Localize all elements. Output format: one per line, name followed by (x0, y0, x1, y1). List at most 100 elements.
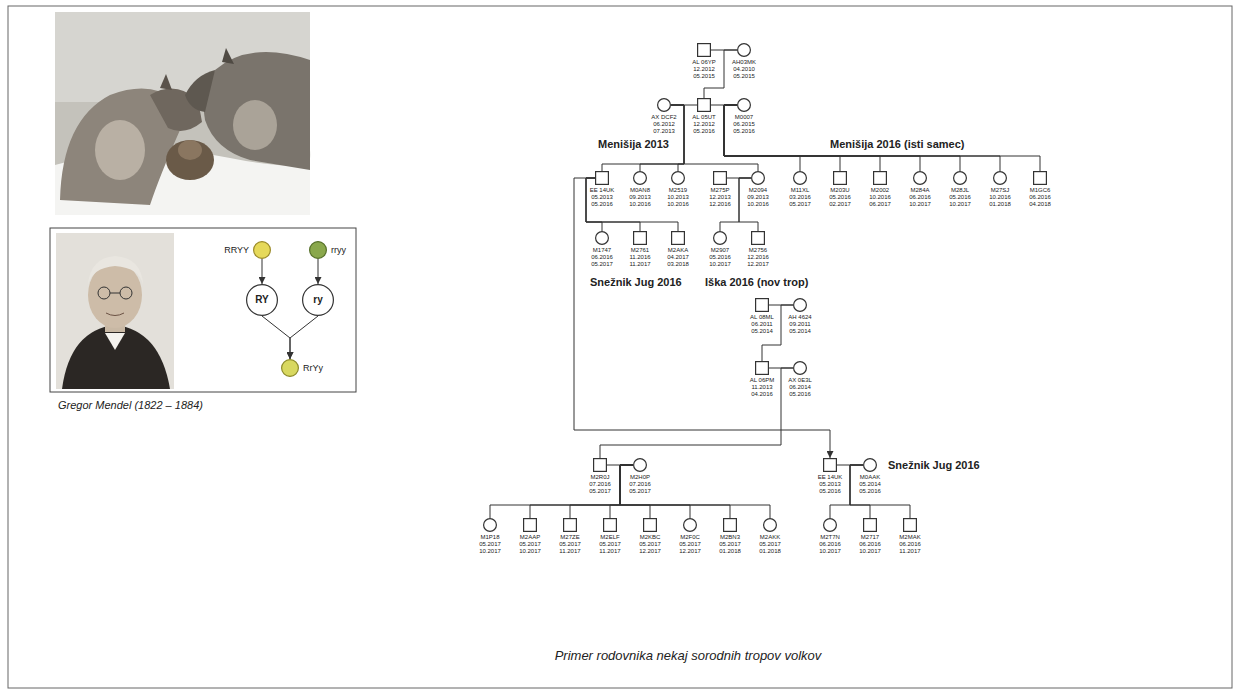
figure-caption: Primer rodovnika nekaj sorodnih tropov v… (388, 648, 988, 664)
wolf-record: M203U (829, 187, 851, 194)
square-outline (755, 361, 769, 375)
wolf-record: 06.2016 (1029, 194, 1051, 201)
circle-shape (752, 172, 765, 185)
wolf-record: 05.2017 (639, 541, 661, 548)
pedigree-line (620, 465, 690, 518)
wolf-record: 10.2013 (667, 194, 689, 201)
wolf-record: M2T7N (819, 534, 841, 541)
wolf-record: M275P (709, 187, 731, 194)
portrait-background (56, 233, 174, 389)
circle-shape (794, 362, 807, 375)
circle-shape (794, 299, 807, 312)
wolf-ear (222, 48, 234, 64)
wolf-record: 05.2013 (818, 481, 843, 488)
circle-outline (793, 361, 807, 375)
portrait-glasses (120, 287, 132, 299)
wolf-record: 10.2016 (667, 201, 689, 208)
circle-shape (864, 459, 877, 472)
square-outline (643, 518, 657, 532)
wolf-record: 10.2016 (869, 194, 891, 201)
female-circle: AH 462409.201105.2014 (793, 298, 807, 312)
connector-group (262, 50, 1040, 518)
wolf-record: 11.2016 (629, 254, 650, 261)
text-block: M2KBC05.201712.2017 (639, 534, 661, 555)
circle-outline (737, 43, 751, 57)
female-circle: M2T7N06.201610.2017 (823, 518, 837, 532)
wolf-record: AH 4624 (788, 314, 811, 321)
text-block: M290705.201610.2017 (709, 247, 731, 268)
wolf-record: 12.2017 (639, 548, 661, 555)
text-block: M2ELF05.201711.2017 (599, 534, 621, 555)
circle-shape (824, 519, 837, 532)
wolf-record: 05.2017 (591, 261, 613, 268)
pedigree-line (724, 105, 1000, 171)
photo-background (55, 12, 310, 215)
pedigree-line (620, 465, 730, 518)
text-block: AX DCF206.201207.2013 (651, 114, 676, 135)
wolf-record: 05.2017 (789, 201, 811, 208)
wolf-record: 06.2012 (651, 121, 676, 128)
wolf-record: EE 14UK (590, 187, 615, 194)
circle-outline (483, 518, 497, 532)
portrait-collar (105, 333, 125, 350)
square-shape (1034, 172, 1047, 185)
wolf-record: M2F0C (679, 534, 701, 541)
wolf-record: 12.2016 (709, 201, 731, 208)
male-square: M203U05.201602.2017 (833, 171, 847, 185)
wolf-record: 01.2018 (719, 548, 741, 555)
female-circle: M27SJ10.201601.2018 (993, 171, 1007, 185)
wolf-record: 11.2017 (559, 548, 581, 555)
text-block: M2AAP05.201710.2017 (519, 534, 541, 555)
pedigree-line (586, 178, 678, 231)
circle-outline (671, 171, 685, 185)
text-block: M0AAK05.201405.2016 (859, 474, 881, 495)
square-shape (714, 172, 727, 185)
wolf-record: M2AAP (519, 534, 541, 541)
male-square: AL 06PM11.201304.2016 (755, 361, 769, 375)
wolf-record: 11.2017 (899, 548, 921, 555)
wolf-record: M2761 (629, 247, 650, 254)
wolf-record: 02.2017 (829, 201, 851, 208)
square-outline (671, 231, 685, 245)
wolf-record: M27SJ (989, 187, 1011, 194)
pedigree-line (620, 465, 770, 518)
text-block: RY (246, 284, 278, 316)
wolf-record: M2AKA (667, 247, 689, 254)
wolf-record: 05.2017 (519, 541, 541, 548)
circle-outline (751, 171, 765, 185)
text-block: AL 06YP12.201205.2015 (692, 59, 715, 80)
text-block: M27SJ10.201601.2018 (989, 187, 1011, 208)
circle-outline (863, 458, 877, 472)
circle-outline (657, 98, 671, 112)
text-block: AH 462409.201105.2014 (788, 314, 811, 335)
wolf-record: 04.2017 (667, 254, 689, 261)
male-square: M2AAP05.201710.2017 (523, 518, 537, 532)
text-block: ry (302, 284, 334, 316)
circle-shape (914, 172, 927, 185)
wolf-record: M0007 (733, 114, 755, 121)
square-outline (863, 518, 877, 532)
wolf-record: M2MAK (899, 534, 921, 541)
wolf-record: 06.2014 (788, 384, 812, 391)
wolf-record: 05.2016 (859, 488, 881, 495)
male-square: M1GC606.201604.2018 (1033, 171, 1047, 185)
wolf-record: 10.2017 (819, 548, 841, 555)
square-shape (834, 172, 847, 185)
wolf-pup (166, 140, 214, 180)
circle-outline (953, 171, 967, 185)
square-shape (824, 459, 837, 472)
text-block: M275612.201612.2017 (747, 247, 769, 268)
wolf-record: M2094 (747, 187, 769, 194)
square-shape (752, 232, 765, 245)
circle-shape (764, 519, 777, 532)
square-outline (713, 171, 727, 185)
text-block: M11XL03.201605.2017 (789, 187, 811, 208)
text-block: AL 06PM11.201304.2016 (750, 377, 774, 398)
wolf-head (185, 70, 215, 112)
circle-outline (913, 171, 927, 185)
wolf-record: M28JL (949, 187, 971, 194)
wolf-record: 10.2017 (479, 548, 501, 555)
female-circle: M11XL03.201605.2017 (793, 171, 807, 185)
text-block: M1P1805.201710.2017 (479, 534, 501, 555)
